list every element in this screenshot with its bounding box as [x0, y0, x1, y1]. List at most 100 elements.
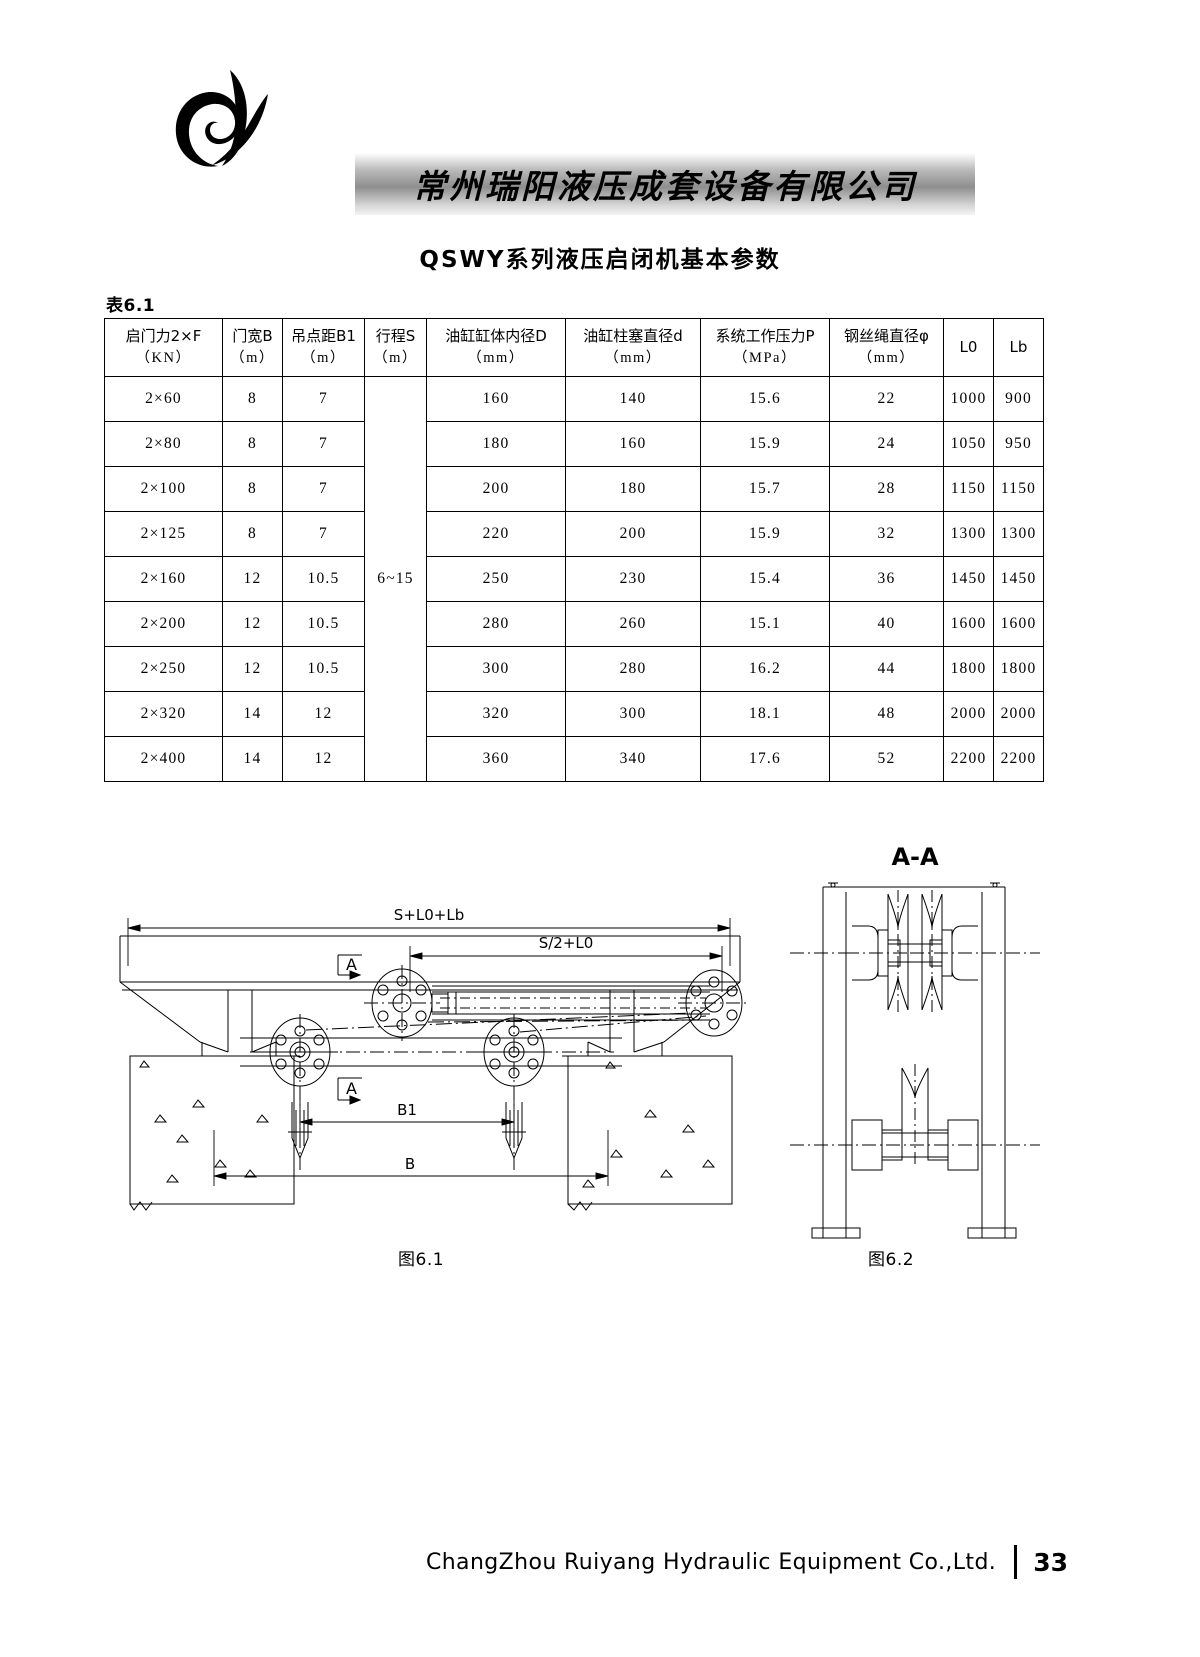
cell-working-pressure: 15.6 [700, 376, 830, 422]
parameters-table: 启门力2×F （KN） 门宽B （m） 吊点距B1 （m） 行程S （m） 油缸… [104, 318, 1044, 782]
dimension-b1 [299, 1092, 515, 1138]
section-arrow-bottom [337, 1077, 362, 1105]
cell-gate-width: 12 [222, 601, 283, 647]
cell-lb: 1450 [993, 556, 1044, 602]
cell-piston-diameter: 260 [565, 601, 701, 647]
cell-working-pressure: 17.6 [700, 736, 830, 782]
th-opening-force: 启门力2×F （KN） [104, 318, 223, 377]
cell-opening-force: 2×320 [104, 691, 223, 737]
cell-l0: 1450 [943, 556, 994, 602]
cell-lifting-point-distance: 10.5 [282, 646, 365, 692]
left-support [119, 981, 300, 1057]
cell-cylinder-bore: 360 [426, 736, 566, 782]
cell-working-pressure: 15.9 [700, 421, 830, 467]
cell-wire-rope-diameter: 24 [829, 421, 944, 467]
cell-gate-width: 8 [222, 466, 283, 512]
cell-opening-force: 2×160 [104, 556, 223, 602]
right-pier [567, 1055, 733, 1211]
dimension-b [213, 1130, 609, 1186]
cell-lifting-point-distance: 7 [282, 466, 365, 512]
table-row: 2×200 12 10.5 280 260 15.1 40 1600 1600 [104, 601, 1044, 647]
dimension-half-length [409, 946, 723, 992]
cell-l0: 2000 [943, 691, 994, 737]
cell-l0: 2200 [943, 736, 994, 782]
cell-gate-width: 14 [222, 691, 283, 737]
section-arrow-top [337, 954, 362, 980]
cell-working-pressure: 15.9 [700, 511, 830, 557]
cell-wire-rope-diameter: 44 [829, 646, 944, 692]
table-caption: 表6.1 [106, 296, 156, 316]
cell-l0: 1150 [943, 466, 994, 512]
company-name-banner: 常州瑞阳液压成套设备有限公司 [355, 153, 975, 215]
cell-wire-rope-diameter: 36 [829, 556, 944, 602]
deck-slab [119, 935, 741, 991]
th-piston-diameter: 油缸柱塞直径d （mm） [565, 318, 701, 377]
cell-opening-force: 2×100 [104, 466, 223, 512]
cell-lifting-point-distance: 10.5 [282, 601, 365, 647]
table-row: 2×160 12 10.5 250 230 15.4 36 1450 1450 [104, 556, 1044, 602]
cell-wire-rope-diameter: 32 [829, 511, 944, 557]
upper-shaft [888, 943, 942, 963]
cylinder-trunnion-left [364, 965, 440, 1041]
figure-caption-1: 图6.1 [398, 1250, 445, 1270]
dim-label-total: S+L0+Lb [394, 906, 464, 924]
upper-axle-left [845, 925, 920, 981]
cell-cylinder-bore: 250 [426, 556, 566, 602]
cell-lifting-point-distance: 12 [282, 691, 365, 737]
section-label-a-top: A [346, 955, 357, 974]
table-row: 2×320 14 12 320 300 18.1 48 2000 2000 [104, 691, 1044, 737]
th-wire-rope-diameter: 钢丝绳直径φ （mm） [829, 318, 944, 377]
cell-l0: 1000 [943, 376, 994, 422]
figure-caption-2: 图6.2 [868, 1250, 915, 1270]
cell-lb: 1150 [993, 466, 1044, 512]
footer-divider [1014, 1545, 1018, 1579]
cell-lifting-point-distance: 7 [282, 421, 365, 467]
cell-piston-diameter: 160 [565, 421, 701, 467]
cell-lb: 1600 [993, 601, 1044, 647]
cell-gate-width: 14 [222, 736, 283, 782]
cell-lb: 900 [993, 376, 1044, 422]
table-header-row: 启门力2×F （KN） 门宽B （m） 吊点距B1 （m） 行程S （m） 油缸… [104, 318, 1044, 377]
upper-axle-right [790, 925, 1040, 981]
cell-l0: 1050 [943, 421, 994, 467]
cell-opening-force: 2×125 [104, 511, 223, 557]
cell-cylinder-bore: 200 [426, 466, 566, 512]
hydraulic-cylinder [431, 985, 710, 1021]
dim-label-half: S/2+L0 [539, 934, 594, 952]
cell-cylinder-bore: 300 [426, 646, 566, 692]
cell-lb: 2200 [993, 736, 1044, 782]
table-row: 2×80 8 7 180 160 15.9 24 1050 950 [104, 421, 1044, 467]
section-view-title: A-A [891, 843, 939, 871]
figure-section-aa-drawing: A-A [790, 843, 1040, 1239]
cell-wire-rope-diameter: 48 [829, 691, 944, 737]
page-footer: ChangZhou Ruiyang Hydraulic Equipment Co… [0, 1545, 1200, 1579]
cell-lifting-point-distance: 7 [282, 511, 365, 557]
cell-opening-force: 2×400 [104, 736, 223, 782]
th-cylinder-bore: 油缸缸体内径D （mm） [426, 318, 566, 377]
page-header: 常州瑞阳液压成套设备有限公司 [0, 58, 1200, 215]
cell-wire-rope-diameter: 40 [829, 601, 944, 647]
cell-lb: 1300 [993, 511, 1044, 557]
cell-piston-diameter: 180 [565, 466, 701, 512]
dim-label-b1: B1 [397, 1101, 417, 1119]
table-row: 2×60 8 7 6~15 160 140 15.6 22 1000 900 [104, 376, 1044, 782]
footer-company-name: ChangZhou Ruiyang Hydraulic Equipment Co… [425, 1549, 997, 1575]
cell-lb: 1800 [993, 646, 1044, 692]
th-lifting-point-distance: 吊点距B1 （m） [282, 318, 365, 377]
page-number: 33 [1033, 1547, 1068, 1577]
cell-gate-width: 8 [222, 376, 283, 422]
cell-cylinder-bore: 320 [426, 691, 566, 737]
th-l0: L0 [943, 318, 994, 377]
cell-opening-force: 2×60 [104, 376, 223, 422]
cell-lb: 2000 [993, 691, 1044, 737]
cell-working-pressure: 18.1 [700, 691, 830, 737]
cell-piston-diameter: 280 [565, 646, 701, 692]
cell-working-pressure: 15.7 [700, 466, 830, 512]
cell-working-pressure: 16.2 [700, 646, 830, 692]
th-working-pressure: 系统工作压力P （MPa） [700, 318, 830, 377]
cell-lifting-point-distance: 7 [282, 376, 365, 422]
cell-stroke-merged: 6~15 [364, 376, 427, 782]
figure-hoist-elevation-drawing: S+L0+Lb S/2+L0 [119, 906, 748, 1211]
left-pier [129, 1055, 295, 1211]
table-row: 2×125 8 7 220 200 15.9 32 1300 1300 [104, 511, 1044, 557]
